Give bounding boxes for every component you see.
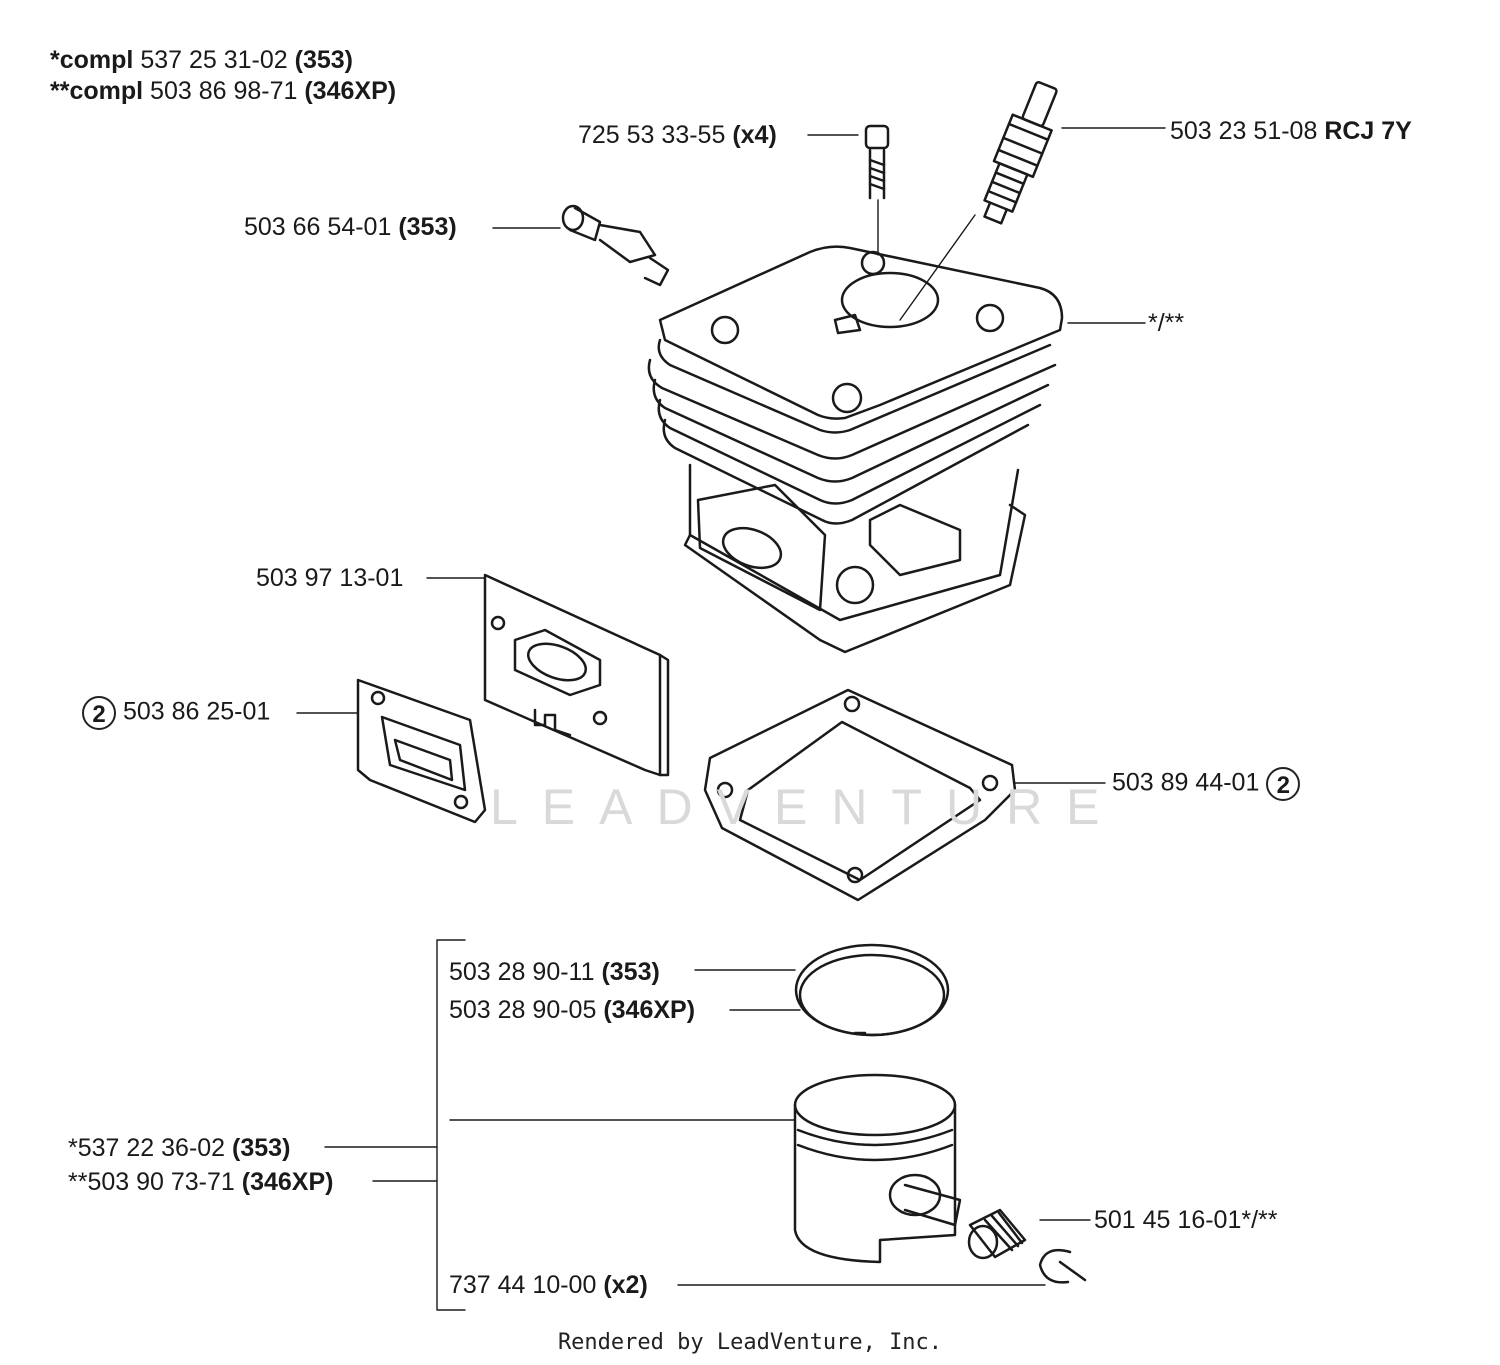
circlip-label: 737 44 10-00 (x2) — [449, 1270, 648, 1300]
header-prefix-1: *compl — [50, 46, 134, 74]
header-prefix-2: **compl — [50, 77, 144, 105]
ring-353-number: 503 28 90-11 — [449, 958, 595, 986]
watermark: LEADVENTURE — [490, 779, 1124, 835]
base-gasket-label: 503 89 44-01 2 — [1112, 767, 1301, 801]
header-model-1: (353) — [294, 46, 353, 74]
screw-qty: (x4) — [732, 121, 777, 149]
base-gasket-part — [703, 688, 1017, 902]
exhaust-gasket-label: 2 503 86 25-01 — [82, 696, 270, 730]
spark-plug-part — [983, 81, 1058, 225]
ring-353-model: (353) — [601, 958, 660, 986]
decompression-valve-model: (353) — [398, 213, 457, 241]
ring-346xp-model: (346XP) — [603, 996, 696, 1024]
piston-346xp-label: **503 90 73-71 (346XP) — [68, 1167, 333, 1197]
cylinder-part — [647, 245, 1064, 654]
exhaust-gasket-qty-circle: 2 — [82, 696, 116, 730]
header-line-2: **compl 503 86 98-71 (346XP) — [50, 76, 396, 106]
piston-353-number: *537 22 36-02 — [68, 1134, 226, 1162]
piston-ring-part — [794, 943, 950, 1037]
piston-346xp-model: (346XP) — [241, 1168, 334, 1196]
decompression-valve-label: 503 66 54-01 (353) — [244, 212, 457, 242]
footer-credit: Rendered by LeadVenture, Inc. — [557, 1330, 943, 1355]
leader-lines — [296, 127, 1166, 1311]
spark-plug-label: 503 23 51-08 RCJ 7Y — [1170, 116, 1412, 146]
exhaust-gasket-part — [356, 678, 487, 824]
decompression-valve-part — [561, 204, 670, 287]
plate-label: 503 97 13-01 — [256, 564, 404, 592]
needle-bearing-label: 501 45 16-01*/** — [1094, 1206, 1278, 1234]
plate-part — [483, 573, 670, 777]
ring-346xp-label: 503 28 90-05 (346XP) — [449, 995, 695, 1025]
cylinder-label: */** — [1148, 309, 1185, 337]
screw-label: 725 53 33-55 (x4) — [578, 120, 777, 150]
ring-346xp-number: 503 28 90-05 — [449, 996, 597, 1024]
screw-number: 725 53 33-55 — [578, 121, 726, 149]
header-number-1: 537 25 31-02 — [140, 46, 288, 74]
exhaust-gasket-number: 503 86 25-01 — [122, 697, 271, 726]
header-line-1: *compl 537 25 31-02 (353) — [50, 45, 353, 75]
piston-353-label: *537 22 36-02 (353) — [68, 1133, 290, 1163]
decompression-valve-number: 503 66 54-01 — [244, 213, 392, 241]
spark-plug-number: 503 23 51-08 — [1170, 117, 1318, 145]
circlip-number: 737 44 10-00 — [449, 1271, 597, 1299]
needle-bearing-part — [967, 1208, 1027, 1260]
piston-353-model: (353) — [232, 1134, 291, 1162]
circlip-part — [1038, 1248, 1087, 1284]
piston-346xp-number: **503 90 73-71 — [68, 1168, 235, 1196]
base-gasket-number: 503 89 44-01 — [1112, 768, 1260, 797]
header-number-2: 503 86 98-71 — [150, 77, 298, 105]
piston-part — [793, 1073, 962, 1264]
ring-353-label: 503 28 90-11 (353) — [449, 957, 660, 987]
circlip-qty: (x2) — [603, 1271, 648, 1299]
header-model-2: (346XP) — [304, 77, 397, 105]
screw-part — [864, 124, 890, 200]
base-gasket-qty-circle: 2 — [1266, 767, 1301, 801]
spark-plug-type: RCJ 7Y — [1324, 117, 1412, 145]
